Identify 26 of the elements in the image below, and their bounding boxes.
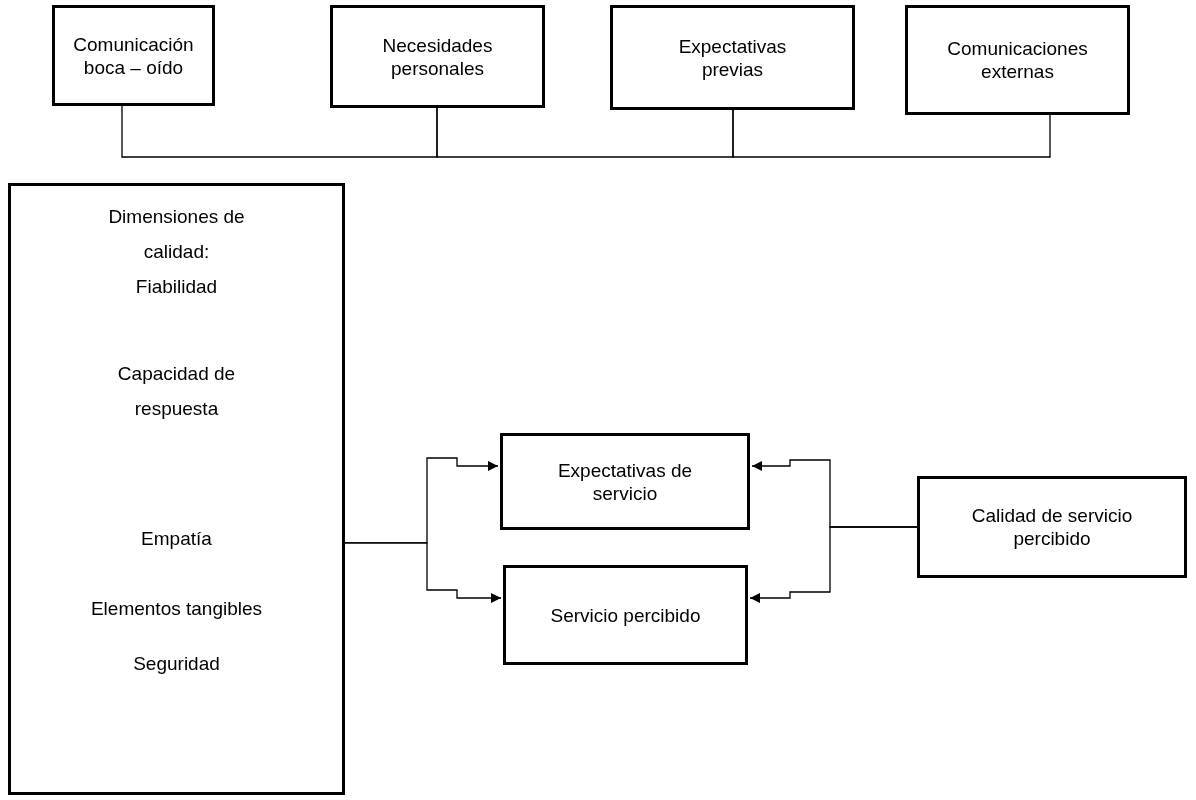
box-label: Expectativas previas xyxy=(677,34,788,81)
box-label: Necesidades personales xyxy=(381,33,494,80)
box-label: Calidad de servicio percibido xyxy=(970,504,1134,550)
box-label: Expectativas de servicio xyxy=(556,458,694,505)
process-box xyxy=(500,433,750,530)
list-item: Empatía xyxy=(140,527,213,551)
process-box xyxy=(330,5,545,108)
box-label: Comunicación boca – oído xyxy=(72,32,195,79)
box-label: Comunicaciones externas xyxy=(946,37,1089,83)
list-item: Seguridad xyxy=(132,652,221,676)
connector-line xyxy=(436,107,734,158)
process-box xyxy=(917,476,1187,578)
box-heading: Dimensiones de calidad: xyxy=(107,205,246,264)
process-box xyxy=(905,5,1130,115)
list-item: Elementos tangibles xyxy=(89,597,264,621)
arrow xyxy=(749,526,918,603)
process-box xyxy=(52,5,215,106)
list-item: Capacidad de respuesta xyxy=(116,362,237,421)
process-box xyxy=(610,5,855,110)
arrow xyxy=(344,542,502,603)
connector-line xyxy=(732,109,1051,158)
list-box xyxy=(8,183,345,795)
box-label: Servicio percibido xyxy=(550,603,701,627)
process-box xyxy=(503,565,748,665)
list-item: Fiabilidad xyxy=(134,275,219,299)
connector-line xyxy=(121,105,438,158)
